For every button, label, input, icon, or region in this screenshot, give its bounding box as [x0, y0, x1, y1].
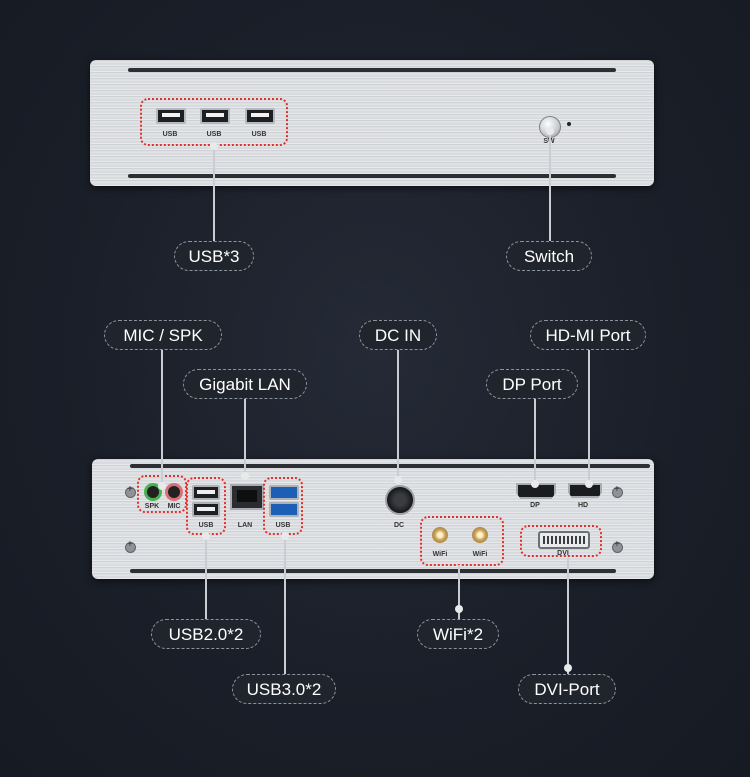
- callout-gigabit-lan: Gigabit LAN: [183, 369, 307, 399]
- usb30-leader-line: [284, 535, 286, 674]
- lan-port: [230, 484, 264, 510]
- rear-bottom-vent: [130, 569, 616, 573]
- screw-icon: [612, 539, 623, 553]
- dc-jack: [385, 485, 415, 515]
- screw-icon: [125, 484, 136, 498]
- hdmi-leader-line: [588, 349, 590, 483]
- leader-dot: [210, 142, 218, 150]
- leader-dot: [281, 532, 289, 540]
- front-panel: USB USB USB SW: [90, 60, 654, 186]
- leader-dot: [585, 480, 593, 488]
- callout-usb3: USB*3: [174, 241, 254, 271]
- screw-icon: [125, 539, 136, 553]
- front-bottom-vent: [128, 174, 616, 178]
- power-led: [567, 122, 571, 126]
- leader-dot: [158, 482, 166, 490]
- usb3-port-2: [269, 502, 299, 517]
- switch-leader-line: [549, 130, 551, 241]
- callout-dc-in: DC IN: [359, 320, 437, 350]
- wifi-label-1: WiFi: [432, 551, 448, 558]
- leader-dot: [202, 532, 210, 540]
- callout-switch: Switch: [506, 241, 592, 271]
- wifi-leader-line: [458, 565, 460, 619]
- callout-dvi-port: DVI-Port: [518, 674, 616, 704]
- leader-dot: [394, 476, 402, 484]
- callout-hdmi-port: HD-MI Port: [530, 320, 646, 350]
- dvi-leader-line: [567, 558, 569, 674]
- lan-label: LAN: [237, 522, 253, 529]
- rear-top-vent: [130, 464, 650, 468]
- wifi-highlight: [420, 516, 504, 566]
- leader-dot: [241, 472, 249, 480]
- leader-dot: [455, 605, 463, 613]
- usb3-leader-line: [213, 145, 215, 241]
- rear-panel: SPK MIC USB LAN USB DC WiFi WiFi DP HD D…: [92, 459, 654, 579]
- usb2-label: USB: [198, 522, 214, 529]
- mic-spk-leader-line: [161, 349, 163, 486]
- front-usb-label-2: USB: [206, 131, 222, 138]
- dp-leader-line: [534, 399, 536, 483]
- dvi-label: DVI: [557, 550, 569, 557]
- wifi-label-2: WiFi: [472, 551, 488, 558]
- front-usb-port-2: [200, 108, 230, 124]
- front-top-vent: [128, 68, 616, 72]
- callout-dp-port: DP Port: [486, 369, 578, 399]
- mic-jack: [165, 483, 183, 501]
- screw-icon: [612, 484, 623, 498]
- front-usb-label-3: USB: [251, 131, 267, 138]
- dc-label: DC: [393, 522, 405, 529]
- callout-usb20: USB2.0*2: [151, 619, 261, 649]
- mic-label: MIC: [167, 503, 181, 510]
- usb20-leader-line: [205, 535, 207, 619]
- callout-usb30: USB3.0*2: [232, 674, 336, 704]
- usb3-port-1: [269, 485, 299, 500]
- dp-label: DP: [530, 502, 540, 509]
- usb3-label: USB: [275, 522, 291, 529]
- front-usb-port-3: [245, 108, 275, 124]
- hd-label: HD: [577, 502, 589, 509]
- leader-dot: [564, 664, 572, 672]
- leader-dot: [531, 480, 539, 488]
- dvi-port: [538, 531, 590, 549]
- dvi-highlight: [520, 525, 602, 557]
- callout-mic-spk: MIC / SPK: [104, 320, 222, 350]
- callout-wifi: WiFi*2: [417, 619, 499, 649]
- wifi-antenna-connector-1: [432, 527, 448, 543]
- speaker-jack: [144, 483, 162, 501]
- usb2-port-1: [192, 485, 220, 500]
- spk-label: SPK: [144, 503, 160, 510]
- leader-dot: [546, 127, 554, 135]
- usb2-port-2: [192, 502, 220, 517]
- wifi-antenna-connector-2: [472, 527, 488, 543]
- front-usb-label-1: USB: [162, 131, 178, 138]
- front-usb-port-1: [156, 108, 186, 124]
- dc-leader-line: [397, 349, 399, 479]
- lan-leader-line: [244, 399, 246, 476]
